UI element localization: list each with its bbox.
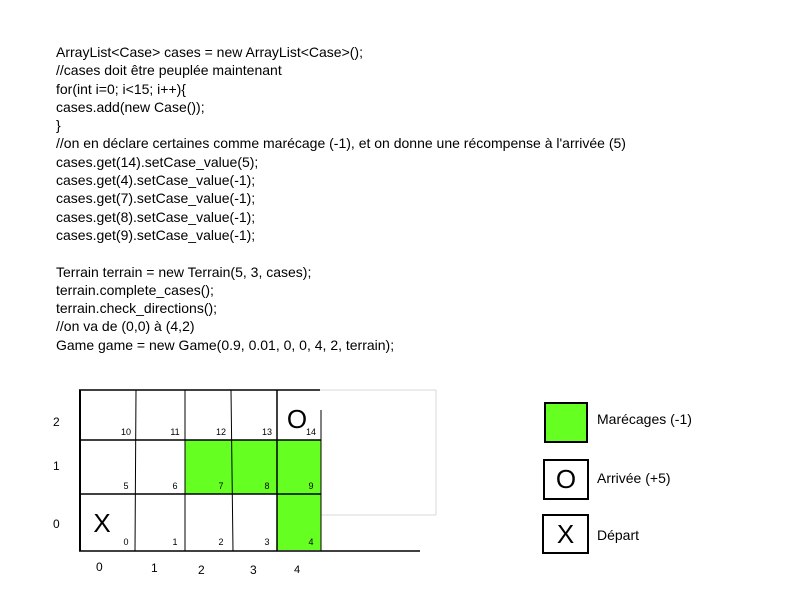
cell-index: 3 — [264, 537, 269, 547]
legend-marsh-label: Marécages (-1) — [597, 411, 692, 427]
cell-index: 5 — [123, 481, 128, 491]
legend-start-label: Départ — [597, 527, 640, 543]
cell-index: 6 — [172, 481, 177, 491]
code-line: terrain.check_directions(); — [56, 300, 218, 317]
code-block: ArrayList<Case> cases = new ArrayList<Ca… — [56, 43, 626, 354]
y-axis-label-2: 2 — [53, 415, 60, 429]
code-line: ArrayList<Case> cases = new ArrayList<Ca… — [56, 44, 363, 60]
cell-index: 0 — [123, 537, 128, 547]
marsh-cell — [277, 440, 321, 494]
code-line: //on va de (0,0) à (4,2) — [56, 318, 195, 335]
code-line: terrain.complete_cases(); — [56, 281, 214, 298]
code-line: Game game = new Game(0.9, 0.01, 0, 0, 4,… — [56, 336, 395, 353]
legend-arrival-label: Arrivée (+5) — [597, 470, 671, 486]
x-axis-label-1: 1 — [151, 561, 158, 575]
code-line: cases.add(new Case()); — [56, 98, 205, 115]
x-axis-label-2: 2 — [198, 563, 205, 577]
code-line: for(int i=0; i<15; i++){ — [56, 80, 186, 97]
grid-line — [230, 389, 234, 552]
cell-index: 10 — [121, 427, 131, 437]
cell-index: 12 — [216, 427, 226, 437]
start-marker: X — [93, 508, 110, 538]
cell-index: 1 — [172, 537, 177, 547]
legend-arrival-swatch: O — [543, 459, 589, 500]
cell-index: 14 — [306, 427, 316, 437]
code-line: cases.get(4).setCase_value(-1); — [56, 172, 256, 189]
code-line: Terrain terrain = new Terrain(5, 3, case… — [56, 263, 312, 280]
code-line: cases.get(7).setCase_value(-1); — [56, 190, 256, 207]
x-axis-label-0: 0 — [96, 560, 103, 574]
legend-start-swatch: X — [542, 514, 589, 554]
marsh-cell — [185, 440, 231, 494]
arrival-marker: O — [287, 404, 307, 434]
cell-index: 13 — [262, 427, 272, 437]
cell-index: 7 — [218, 481, 223, 491]
code-line: cases.get(14).setCase_value(5); — [56, 153, 259, 170]
marsh-cell — [277, 494, 321, 550]
cell-index: 2 — [218, 537, 223, 547]
x-axis-label-3: 3 — [250, 563, 257, 577]
code-line: cases.get(8).setCase_value(-1); — [56, 208, 256, 225]
cell-index: 4 — [308, 537, 313, 547]
cell-index: 8 — [264, 481, 269, 491]
code-line: } — [56, 117, 61, 134]
legend-arrival-symbol: O — [555, 464, 577, 494]
code-line: //cases doit être peuplée maintenant — [56, 62, 282, 79]
legend-marsh-swatch — [544, 402, 588, 443]
code-line: cases.get(9).setCase_value(-1); — [56, 226, 256, 243]
marsh-cell — [231, 440, 277, 494]
grid-line — [134, 389, 137, 552]
cell-index: 9 — [308, 481, 313, 491]
y-axis-label-1: 1 — [53, 459, 60, 473]
code-line: //on en déclare certaines comme marécage… — [56, 135, 626, 152]
legend-start-symbol: X — [556, 518, 575, 549]
cell-index: 11 — [170, 427, 179, 437]
y-axis-label-0: 0 — [53, 517, 60, 531]
x-axis-label-4: 4 — [294, 564, 301, 576]
